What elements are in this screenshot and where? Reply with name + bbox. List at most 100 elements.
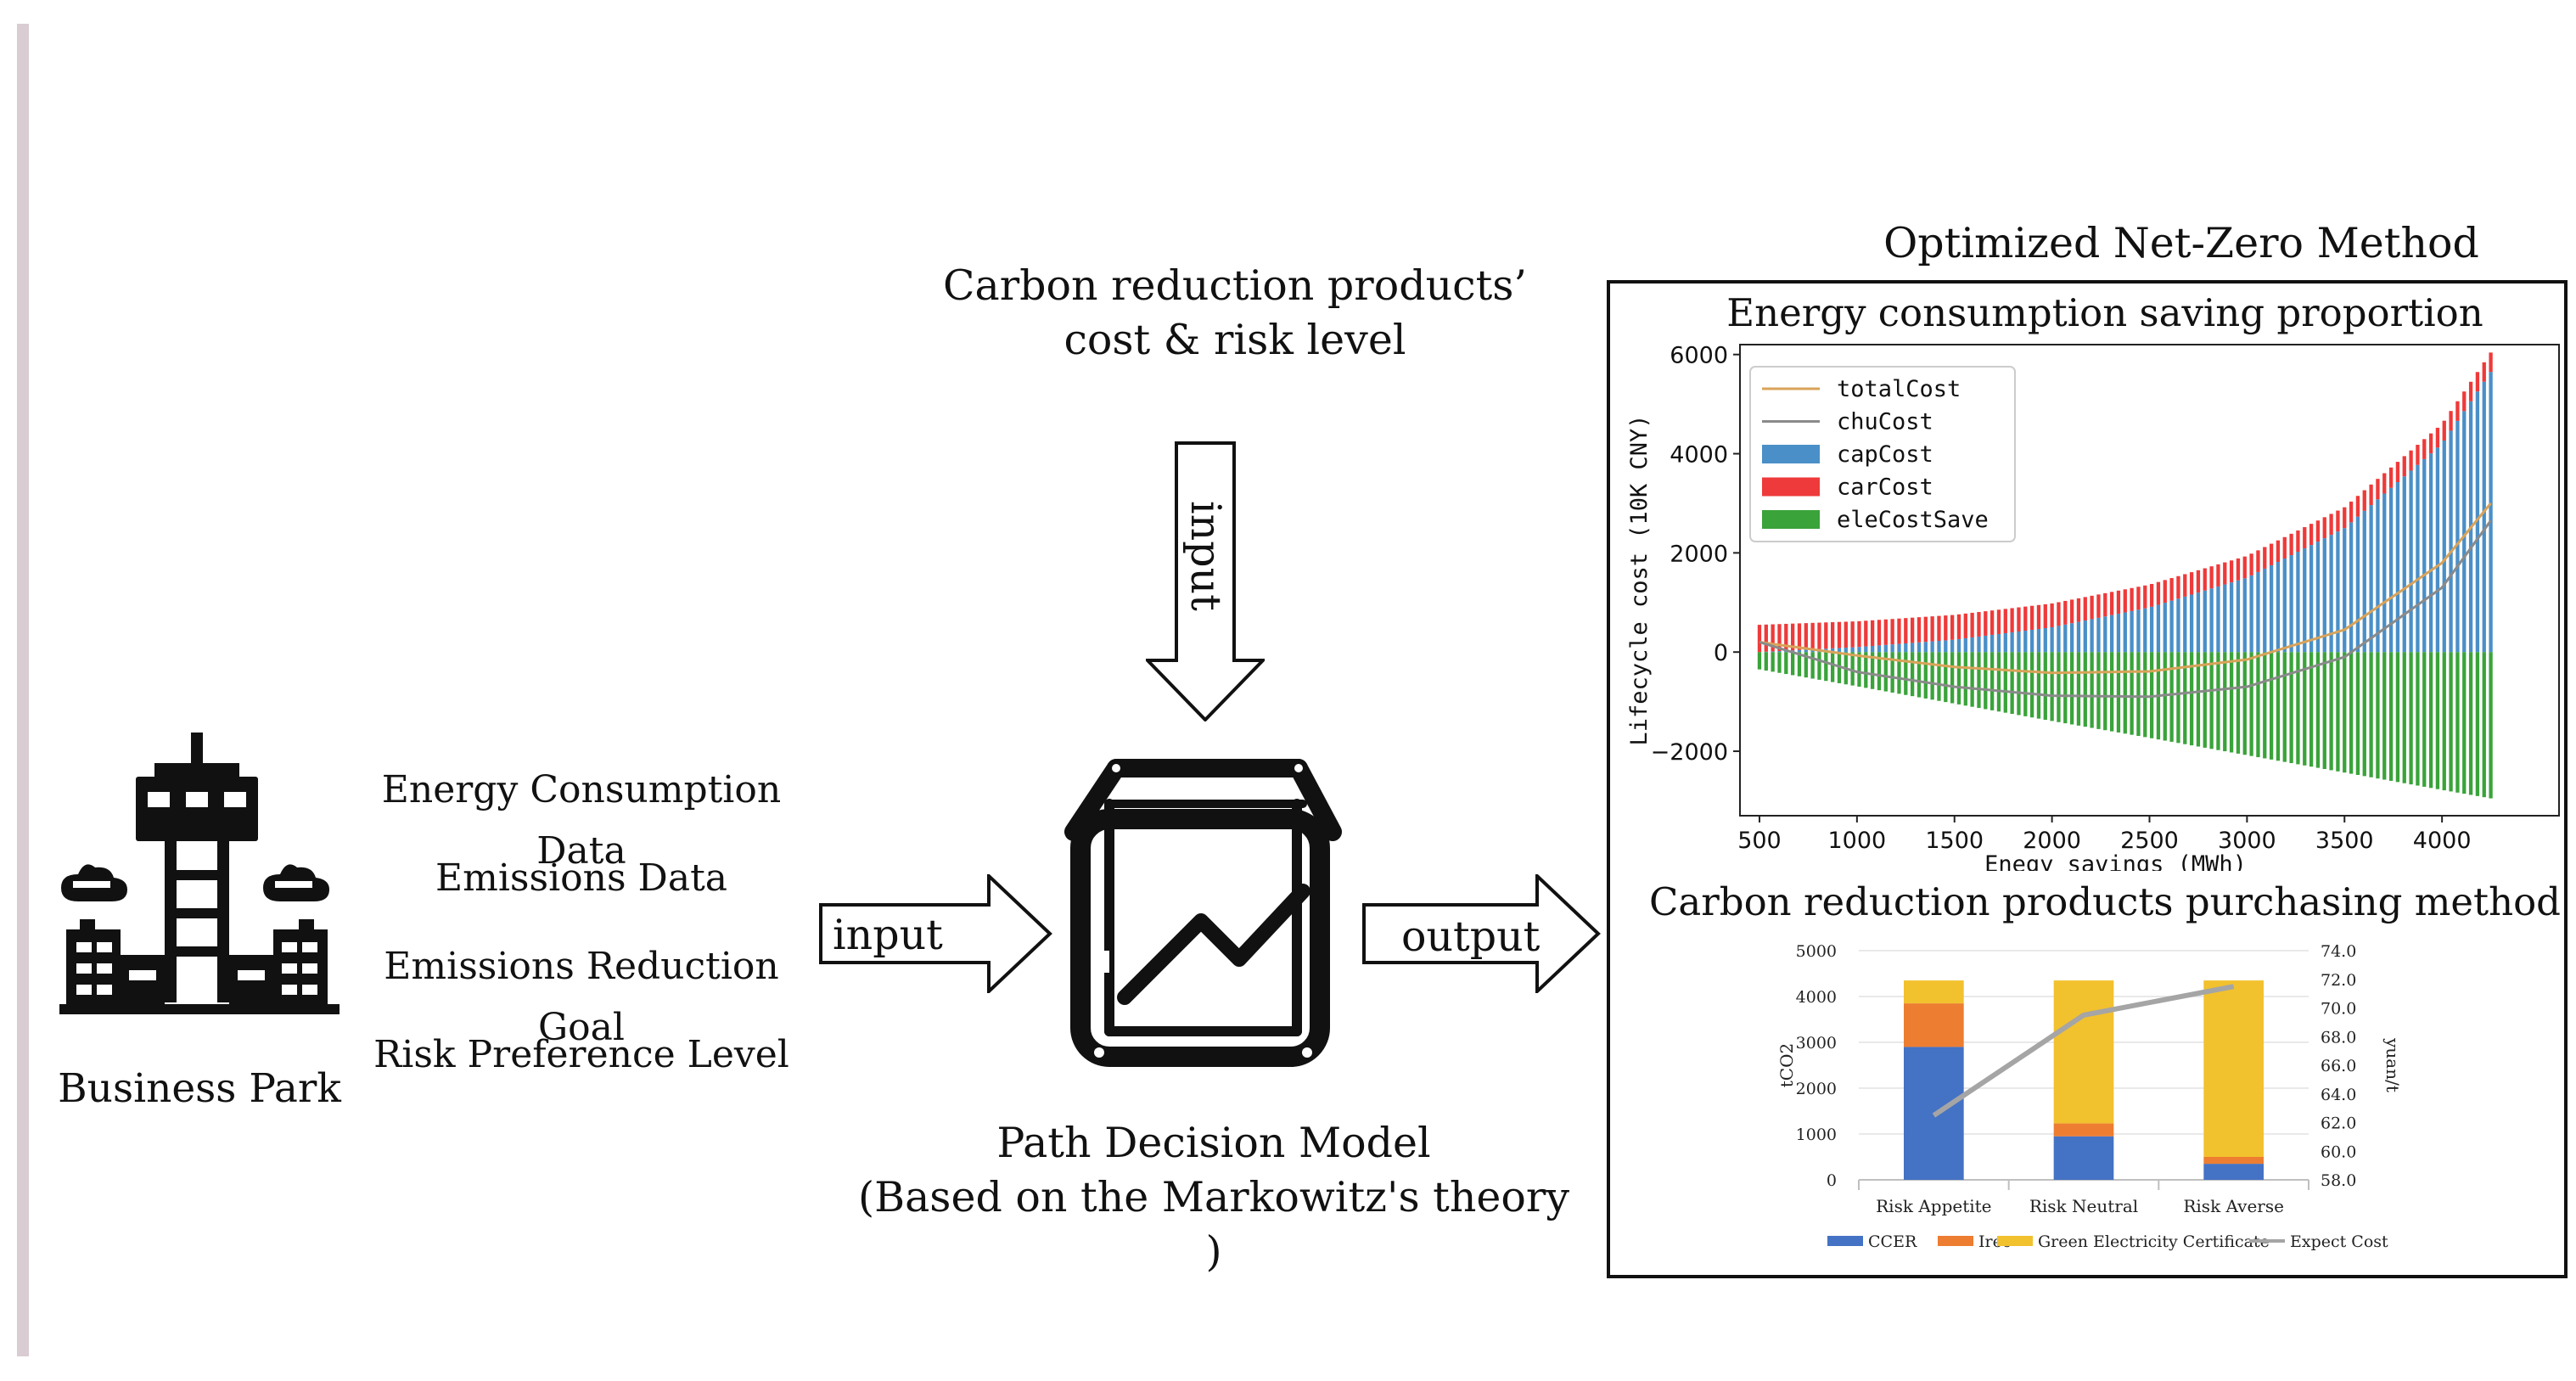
bar-carCost	[2269, 543, 2274, 565]
bar-capCost	[1963, 637, 1967, 653]
bar-carCost	[2123, 589, 2127, 613]
bar-eleCostSave	[2309, 652, 2314, 767]
bar-capCost	[2096, 617, 2101, 653]
bar-capCost	[2109, 615, 2114, 653]
method-box	[1607, 280, 2568, 1278]
legend-swatch-irec	[1938, 1236, 1973, 1246]
bar-carCost	[2149, 583, 2154, 607]
bar-eleCostSave	[1883, 652, 1888, 692]
bar-capCost	[2309, 545, 2314, 653]
y-tick-label: −2000	[1651, 739, 1728, 766]
bar-eleCostSave	[2362, 652, 2366, 777]
bar-capCost	[2043, 627, 2047, 653]
bar-capCost	[2449, 430, 2453, 653]
bar-eleCostSave	[1817, 652, 1821, 680]
purchasing-chart-title: Carbon reduction products purchasing met…	[1649, 879, 2561, 924]
bar-carCost	[1804, 623, 1808, 650]
bar-capCost	[1910, 643, 1915, 653]
bar-carCost	[2336, 510, 2340, 532]
bar-carCost	[1824, 622, 1828, 649]
bar-carCost	[2242, 556, 2247, 579]
input-data-list: Energy Consumption Data Emissions Data E…	[340, 760, 823, 1113]
y2-tick-label: 62.0	[2321, 1114, 2356, 1133]
bar-carCost	[2083, 597, 2087, 621]
y-axis-label: Lifecycle cost (10K CNY)	[1626, 414, 1653, 745]
legend-label-eleCostSave: eleCostSave	[1837, 507, 1989, 533]
top-input-arrow: input	[1146, 441, 1265, 721]
input-item-emissions: Emissions Data	[435, 856, 727, 900]
bar-eleCostSave	[2449, 652, 2453, 792]
bar-capCost	[2209, 588, 2214, 653]
bar-carCost	[2355, 496, 2360, 517]
bar-capCost	[1850, 647, 1855, 653]
bar-capCost	[1857, 647, 1861, 653]
bar-eleCostSave	[2069, 652, 2074, 725]
bar-capCost	[2189, 594, 2194, 653]
bar-carCost	[1777, 624, 1782, 652]
bar-eleCostSave	[2289, 652, 2293, 764]
bar-carCost	[2315, 520, 2321, 542]
bar-carCost	[2076, 598, 2081, 622]
bar-capCost	[2303, 548, 2307, 653]
legend-frame	[1749, 366, 2016, 542]
bar-eleCostSave	[1990, 652, 1995, 710]
x-tick-label: 500	[1737, 828, 1782, 854]
bar-eleCostSave	[2123, 652, 2127, 734]
x-tick-label: 2000	[2023, 828, 2081, 854]
legend-label-totalCost: totalCost	[1837, 376, 1961, 402]
bar-carCost	[2130, 587, 2134, 611]
bar-carCost	[1930, 616, 1934, 642]
x-axis-label: Enegy savings (MWh)	[1984, 851, 2247, 871]
bar-capCost	[2343, 528, 2347, 653]
y2-tick-label: 72.0	[2321, 971, 2356, 990]
bar-eleCostSave	[2416, 652, 2420, 786]
bar-carCost	[2103, 592, 2107, 617]
bar-carCost	[1963, 613, 1967, 638]
bar-carCost	[1883, 619, 1888, 645]
bar-carCost	[2203, 568, 2207, 591]
bar-eleCostSave	[1777, 652, 1782, 673]
x-tick-label: 3000	[2218, 828, 2276, 854]
bar-carCost	[2322, 517, 2326, 539]
bar-eleCostSave	[1917, 652, 1922, 698]
y2-tick-label: 64.0	[2321, 1086, 2356, 1104]
bar-carCost	[1977, 612, 1981, 637]
bar-capCost	[1937, 640, 1941, 653]
bar-carCost	[2435, 427, 2440, 448]
top-input-arrow-label: input	[1181, 501, 1230, 611]
y-tick-label: 6000	[1670, 343, 1728, 369]
bar-eleCostSave	[2176, 652, 2180, 744]
bar-capCost	[1956, 638, 1961, 653]
bar-eleCostSave	[2428, 652, 2433, 789]
bar-eleCostSave	[2303, 652, 2307, 766]
purchasing-chart: Carbon reduction products purchasing met…	[1649, 879, 2561, 1251]
bar-eleCostSave	[2076, 652, 2081, 726]
bar-eleCostSave	[2063, 652, 2068, 724]
model-label-line2: (Based on the Markowitz's theory )	[857, 1173, 1570, 1276]
bar-capCost	[2149, 606, 2154, 653]
bar-eleCostSave	[2475, 652, 2480, 796]
bar-carCost	[1877, 620, 1882, 646]
products-label-line1: Carbon reduction products’	[943, 261, 1527, 310]
bar-irec	[2203, 1157, 2264, 1165]
bar-eleCostSave	[2462, 652, 2467, 794]
bar-capCost	[2083, 620, 2087, 653]
bar-carCost	[2409, 450, 2413, 471]
bar-capCost	[2063, 624, 2068, 653]
bar-eleCostSave	[2096, 652, 2101, 729]
bar-capCost	[1950, 639, 1955, 653]
bar-carCost	[2303, 527, 2307, 549]
x-tick-label: Risk Averse	[2183, 1196, 2284, 1216]
bar-capCost	[2076, 621, 2081, 653]
bar-carCost	[2163, 580, 2167, 603]
bar-carCost	[2369, 484, 2373, 506]
legend-label-expect-cost: Expect Cost	[2290, 1232, 2388, 1251]
bar-carCost	[2289, 533, 2293, 556]
legend-swatch-green-electricity-certificate	[1997, 1236, 2033, 1246]
bar-eleCostSave	[2057, 652, 2061, 722]
bar-carCost	[2023, 606, 2028, 631]
bar-eleCostSave	[2409, 652, 2413, 785]
bar-capCost	[2029, 629, 2034, 653]
bar-carCost	[2388, 467, 2394, 488]
